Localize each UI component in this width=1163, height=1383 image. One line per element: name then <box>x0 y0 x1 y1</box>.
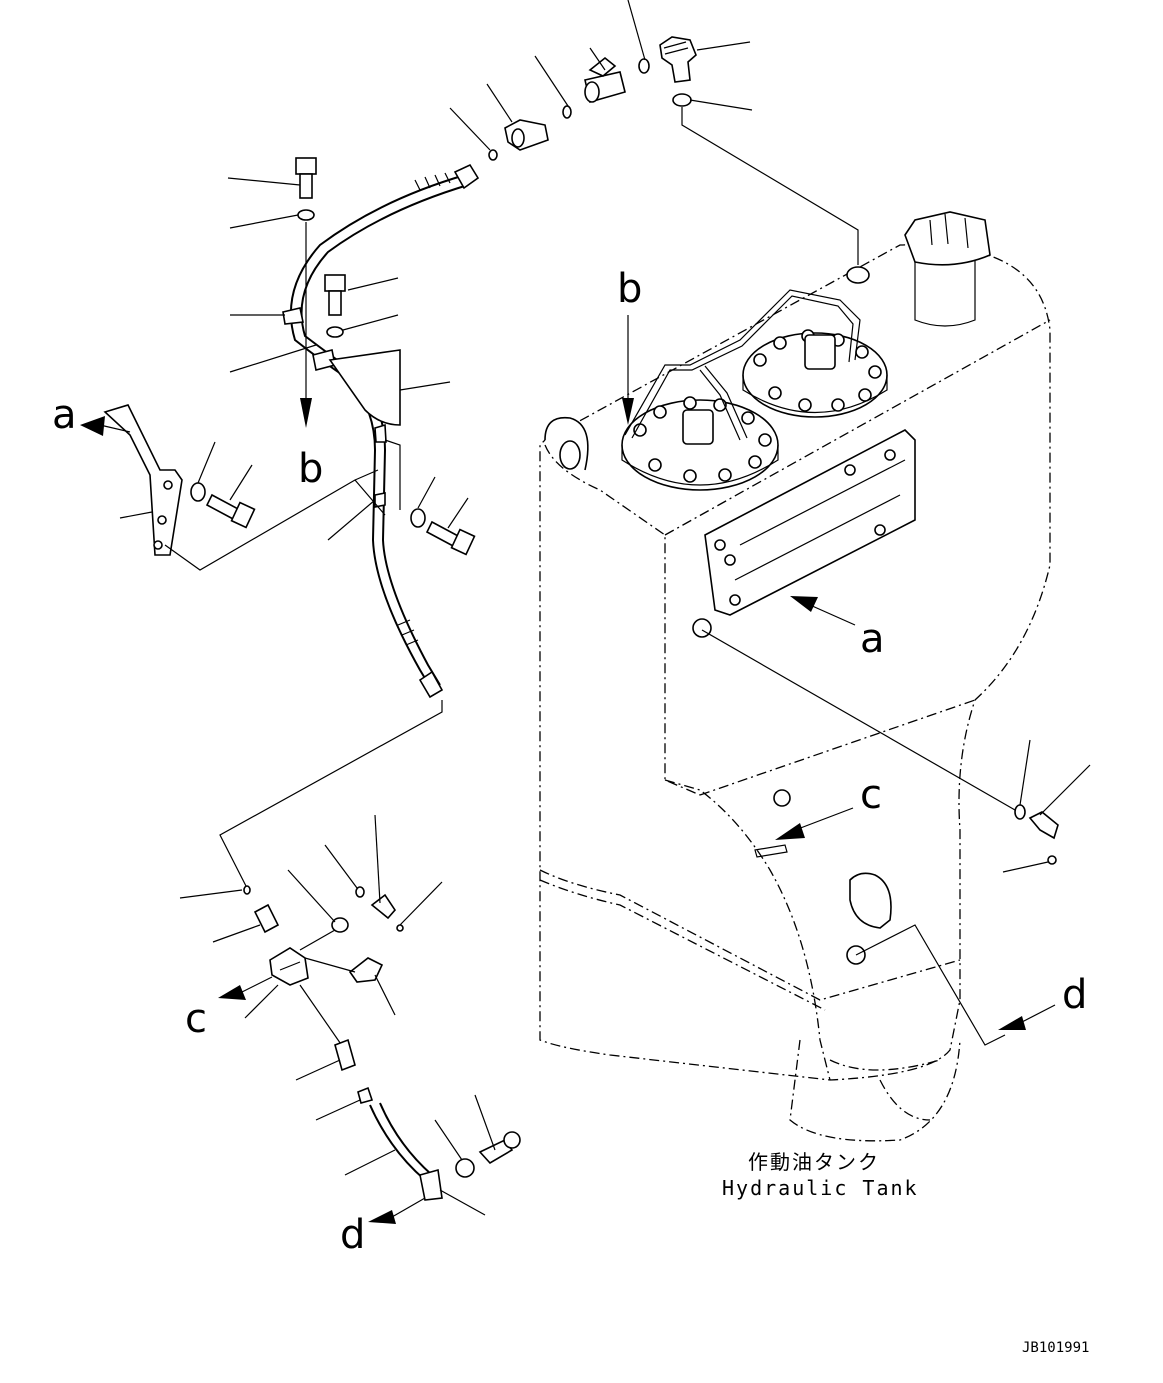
hose-assembly <box>80 157 480 889</box>
washer-icon <box>331 917 349 933</box>
o-ring-icon <box>488 149 498 161</box>
plug-icon <box>253 903 280 934</box>
washer-icon <box>297 209 315 221</box>
view-label-b-tank: b <box>617 266 642 312</box>
suction-cover-right-icon <box>742 329 888 418</box>
bolt-icon <box>425 520 476 556</box>
view-label-b: b <box>298 446 323 492</box>
ball-valve-icon <box>584 56 626 104</box>
o-ring-icon <box>1014 804 1026 820</box>
lower-fittings <box>179 814 521 1224</box>
washer-icon <box>326 326 344 338</box>
bolt-icon <box>348 957 384 983</box>
o-ring-icon <box>355 886 365 898</box>
bolt-icon <box>324 274 346 316</box>
view-label-c-tank: c <box>860 772 882 818</box>
tank-bracket-icon <box>704 429 916 616</box>
tank-side-fittings <box>622 315 1091 1046</box>
view-label-a: a <box>52 392 77 438</box>
adapter-fitting-icon <box>504 119 549 151</box>
bolt-icon <box>205 493 256 529</box>
o-ring-icon <box>638 58 650 74</box>
o-ring-icon <box>562 105 572 119</box>
tank-caption-english: Hydraulic Tank <box>722 1176 919 1200</box>
manifold-block-icon <box>269 947 309 986</box>
o-ring-icon <box>1047 855 1057 865</box>
suction-cover-left-icon <box>621 396 779 491</box>
view-label-c: c <box>185 996 207 1042</box>
washer-icon <box>190 482 206 502</box>
view-label-d-tank: d <box>1062 972 1087 1018</box>
bolt-icon <box>295 157 317 199</box>
o-ring-icon <box>672 93 692 107</box>
bolt-icon <box>478 1131 521 1165</box>
drawing-code: JB101991 <box>1022 1340 1089 1356</box>
connector-icon <box>334 1038 356 1072</box>
view-label-a-tank: a <box>860 616 885 662</box>
washer-icon <box>455 1158 475 1178</box>
elbow-fitting-icon <box>659 36 697 83</box>
elbow-fitting-icon <box>1028 811 1059 840</box>
top-fittings <box>449 0 859 265</box>
hose-bracket-icon <box>103 404 183 556</box>
filler-cap-icon <box>904 211 991 327</box>
elbow-fitting-icon <box>370 893 397 920</box>
hydraulic-tank <box>539 211 1051 1142</box>
view-label-d: d <box>340 1212 365 1258</box>
washer-icon <box>410 508 426 528</box>
plug-icon <box>357 1086 374 1104</box>
tank-caption-japanese: 作動油タンク <box>748 1150 880 1174</box>
